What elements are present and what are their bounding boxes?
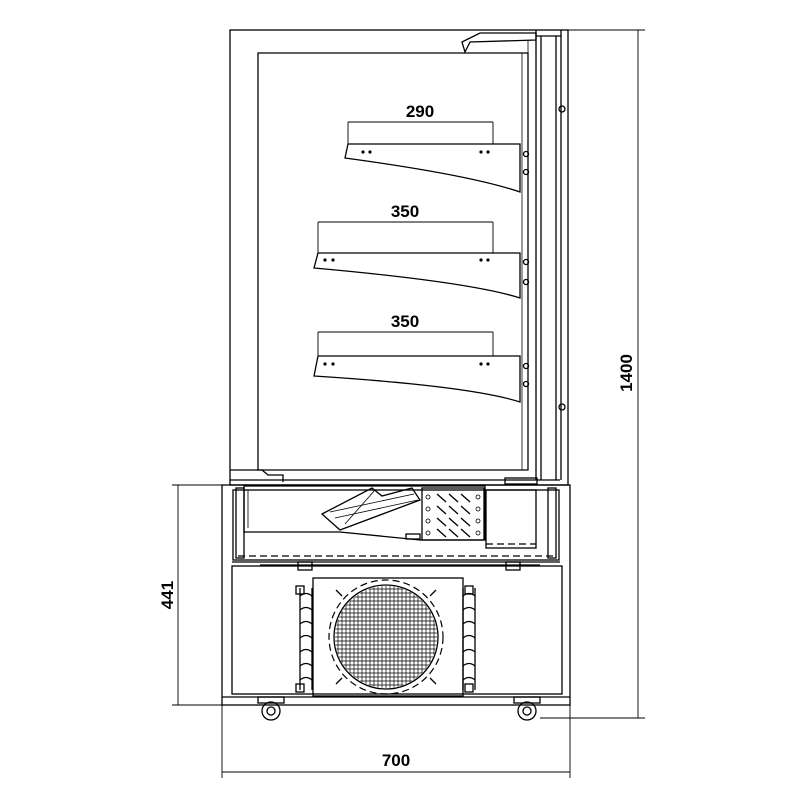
base-height-label: 441 [158,581,177,609]
condenser-fan-grille [335,586,437,688]
middle-shelf-depth-label: 350 [391,202,419,221]
cabinet-body [221,29,571,706]
dimension-total-width [221,705,571,778]
evaporator-coil-fins [425,493,481,538]
total-height-label: 1400 [617,354,636,392]
shelf-middle [313,221,530,299]
condenser-unit [295,577,476,697]
top-shelf-depth-label: 290 [406,102,434,121]
evaporator-unit [243,485,537,549]
dimension-total-height [540,29,645,719]
castor-right [513,696,541,721]
bottom-shelf-depth-label: 350 [391,312,419,331]
dimension-base-height [172,484,222,706]
shelf-bottom [313,331,530,403]
castor-left [257,696,285,721]
total-width-label: 700 [382,751,410,770]
shelf-top [344,121,530,193]
